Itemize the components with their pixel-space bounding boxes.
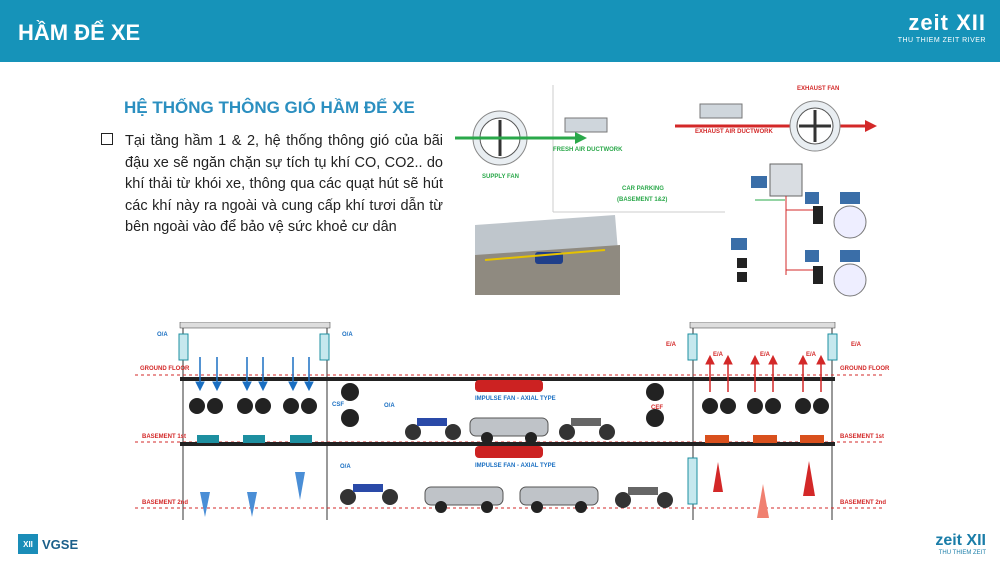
vgse-logo: XII VGSE bbox=[18, 534, 78, 554]
ventilation-schematic-top bbox=[455, 85, 877, 297]
fresh-air-label: FRESH AIR DUCTWORK bbox=[553, 147, 623, 153]
checkbox-bullet-icon bbox=[101, 133, 113, 145]
brand-sub: THU THIEM ZEIT RIVER bbox=[897, 37, 986, 44]
exhaust-duct-label: EXHAUST AIR DUCTWORK bbox=[695, 129, 773, 135]
footer-brand-logo: zeit XII THU THIEM ZEIT bbox=[935, 532, 986, 556]
motorbike-icon bbox=[615, 487, 673, 508]
motorbike-icon bbox=[405, 418, 461, 440]
oa-label: O/A bbox=[340, 464, 351, 470]
csf-label: CSF bbox=[332, 402, 344, 408]
ea-label: E/A bbox=[760, 352, 771, 358]
cef-label: CEF bbox=[651, 405, 663, 411]
basement-section-diagram bbox=[135, 322, 885, 520]
vgse-logo-icon: XII bbox=[18, 534, 38, 554]
motorbike-icon bbox=[559, 418, 615, 440]
bullet-text: Tại tầng hầm 1 & 2, hệ thống thông gió c… bbox=[125, 133, 443, 235]
car-icon bbox=[469, 417, 549, 444]
car-icon bbox=[424, 486, 504, 513]
basement1-label-left: BASEMENT 1st bbox=[142, 434, 187, 440]
basement-label: (BASEMENT 1&2) bbox=[617, 197, 668, 203]
oa-label: O/A bbox=[384, 403, 395, 409]
brand-name: zeit XII bbox=[908, 10, 986, 35]
basement1-label-right: BASEMENT 1st bbox=[840, 434, 885, 440]
car-park-illustration bbox=[475, 215, 620, 295]
ea-label: E/A bbox=[713, 352, 724, 358]
basement2-label-right: BASEMENT 2nd bbox=[840, 500, 887, 506]
brand-logo: zeit XII THU THIEM ZEIT RIVER bbox=[898, 10, 986, 44]
oa-label: O/A bbox=[342, 332, 353, 338]
section-title: HỆ THỐNG THÔNG GIÓ HẦM ĐỂ XE bbox=[124, 98, 415, 117]
exhaust-fan-label: EXHAUST FAN bbox=[797, 86, 840, 92]
car-parking-label: CAR PARKING bbox=[622, 186, 664, 192]
basement2-label-left: BASEMENT 2nd bbox=[142, 500, 189, 506]
vgse-text: VGSE bbox=[42, 536, 79, 552]
bullet-item: Tại tầng hầm 1 & 2, hệ thống thông gió c… bbox=[101, 131, 443, 239]
header-bar: HẦM ĐỂ XE zeit XII THU THIEM ZEIT RIVER bbox=[0, 0, 1000, 62]
car-icon bbox=[519, 486, 599, 513]
supply-fan-label: SUPPLY FAN bbox=[482, 174, 520, 180]
ea-label: E/A bbox=[806, 352, 817, 358]
ground-floor-label-left: GROUND FLOOR bbox=[140, 366, 190, 372]
motorbike-icon bbox=[340, 484, 398, 505]
controller-schematic bbox=[731, 163, 867, 297]
oa-label: O/A bbox=[157, 332, 168, 338]
impulse-fan-label: IMPULSE FAN - AXIAL TYPE bbox=[475, 463, 556, 469]
ea-label: E/A bbox=[851, 342, 862, 348]
page-title: HẦM ĐỂ XE bbox=[18, 20, 141, 45]
ea-label: E/A bbox=[666, 342, 677, 348]
footer-brand-name: zeit XII bbox=[935, 532, 986, 549]
exhaust-fan-icon bbox=[789, 100, 841, 152]
ground-floor-label-right: GROUND FLOOR bbox=[840, 366, 890, 372]
footer-brand-sub: THU THIEM ZEIT bbox=[938, 550, 986, 556]
impulse-fan-label: IMPULSE FAN - AXIAL TYPE bbox=[475, 396, 556, 402]
